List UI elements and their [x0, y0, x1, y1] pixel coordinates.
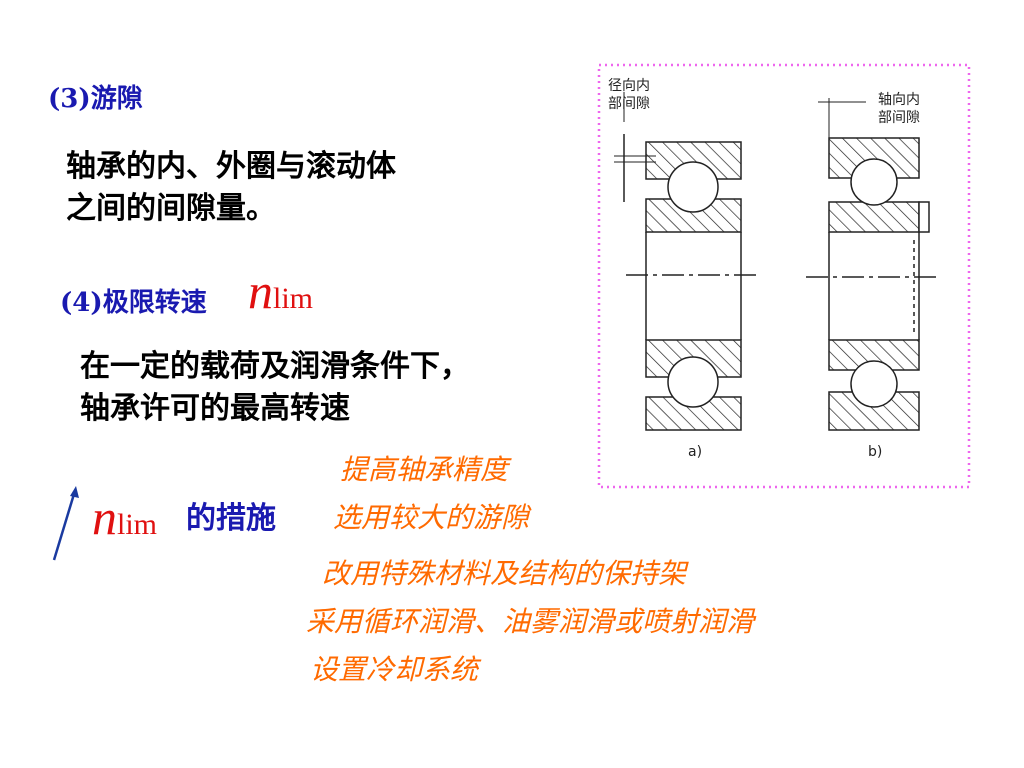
axial-clearance-label-line2: 部间隙 [878, 110, 920, 126]
radial-clearance-label-line1: 径向内 [608, 78, 650, 94]
clearance-definition-line2: 之间的间隙量。 [66, 191, 276, 226]
symbol-n: n [248, 263, 273, 319]
measure-item: 改用特殊材料及结构的保持架 [322, 557, 687, 590]
axial-clearance-label-line1: 轴向内 [878, 92, 920, 108]
bearing-b [806, 98, 941, 431]
measure-item: 采用循环润滑、油雾润滑或喷射润滑 [306, 605, 755, 638]
section-3-heading: (3)游隙 [48, 84, 143, 114]
clearance-definition-line1: 轴承的内、外圈与滚动体 [66, 149, 396, 184]
measure-item: 提高轴承精度 [340, 453, 509, 486]
measures-label: 的措施 [186, 501, 276, 536]
caption-b: b) [868, 444, 882, 460]
radial-clearance-label-line2: 部间隙 [608, 96, 650, 112]
measure-item: 设置冷却系统 [310, 653, 479, 686]
measures-symbol: nlim [92, 488, 157, 546]
bearing-a [614, 92, 761, 431]
speed-definition-line1: 在一定的载荷及润滑条件下， [80, 349, 470, 384]
bearing-clearance-figure: 径向内 部间隙 轴向内 部间隙 a) b) [597, 63, 971, 489]
measure-item: 选用较大的游隙 [333, 501, 530, 534]
speed-limit-symbol: nlim [248, 262, 313, 320]
caption-a: a) [688, 444, 702, 460]
symbol-subscript: lim [273, 282, 314, 315]
symbol-subscript: lim [117, 508, 158, 541]
symbol-n: n [92, 489, 117, 545]
increase-arrow-icon [52, 486, 79, 561]
speed-definition-line2: 轴承许可的最高转速 [80, 391, 350, 426]
section-4-heading: (4)极限转速 [60, 288, 207, 318]
